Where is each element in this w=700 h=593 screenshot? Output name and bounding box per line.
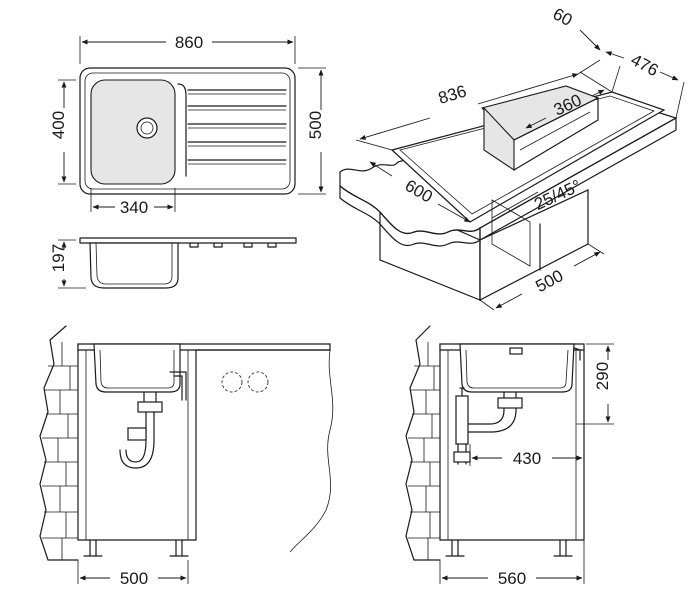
dim-side-290: 290 bbox=[576, 343, 614, 425]
dim-depth: 197 bbox=[49, 239, 86, 289]
dim-290: 290 bbox=[593, 362, 612, 390]
dim-top-width: 860 bbox=[79, 33, 296, 64]
top-view: 860 500 400 340 bbox=[49, 33, 326, 217]
dim-side-560: 560 bbox=[439, 540, 585, 588]
dim-60: 60 bbox=[550, 4, 576, 30]
drain-hole bbox=[136, 117, 158, 139]
dim-476: 476 bbox=[628, 50, 662, 80]
drain-hole-inner bbox=[140, 121, 154, 135]
dim-430: 430 bbox=[513, 449, 541, 468]
dim-top-height: 500 bbox=[298, 67, 326, 195]
dim-side-430: 430 bbox=[469, 444, 583, 468]
side-siphon bbox=[453, 387, 523, 465]
front-siphon bbox=[119, 371, 187, 469]
dim-860: 860 bbox=[175, 33, 203, 52]
section-view: 197 bbox=[49, 237, 297, 289]
sink-inner-rim bbox=[84, 72, 291, 190]
dim-500-top: 500 bbox=[306, 111, 325, 139]
section-clips bbox=[189, 242, 277, 248]
side-install-view: 290 430 560 bbox=[405, 325, 614, 588]
dim-340: 340 bbox=[120, 198, 148, 217]
front-outlet-2 bbox=[247, 371, 269, 393]
bowl bbox=[90, 79, 176, 185]
dim-560: 560 bbox=[498, 569, 526, 588]
front-wall bbox=[39, 325, 79, 561]
drainboard-grooves bbox=[177, 83, 287, 177]
dim-bowl-height: 400 bbox=[49, 79, 76, 185]
dim-836: 836 bbox=[436, 82, 469, 108]
front-install-view: 500 bbox=[39, 325, 334, 588]
dim-bowl-width: 340 bbox=[90, 188, 176, 217]
front-bowl bbox=[93, 343, 181, 393]
front-outlet-1 bbox=[221, 371, 243, 393]
isometric-view: 836 60 476 360 600 25/45° bbox=[339, 4, 685, 311]
side-wall bbox=[405, 325, 441, 561]
dim-400: 400 bbox=[49, 111, 68, 139]
dim-500-front: 500 bbox=[120, 569, 148, 588]
dim-197: 197 bbox=[49, 244, 68, 272]
dim-front-500: 500 bbox=[77, 560, 189, 588]
